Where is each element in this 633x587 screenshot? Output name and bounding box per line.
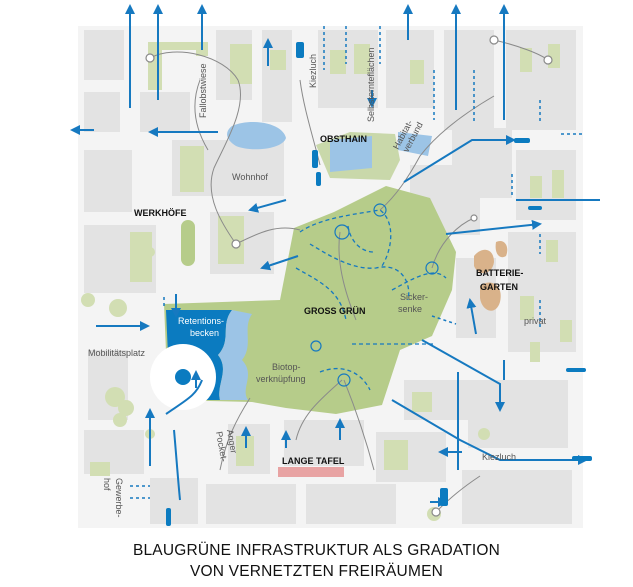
blue-flow-arrows <box>70 4 588 507</box>
label-mobilitaetsplatz: Mobilitätsplatz <box>88 348 146 358</box>
label-sickersenke: Sicker- senke <box>398 292 431 314</box>
walking-paths <box>149 39 549 513</box>
courtyard-greens <box>90 42 572 476</box>
label-kiezluch-bottom: Kiezluch <box>482 452 516 462</box>
gewerbe-line-1: Gewerbe- <box>114 478 124 518</box>
mobility-hub-core <box>175 369 191 385</box>
label-privat: privat <box>524 316 547 326</box>
batterie-garten-shapes <box>474 240 508 311</box>
label-retentionsbecken: Retentions- becken <box>178 316 227 338</box>
label-biotopverknuepfung: Biotop- verknüpfung <box>256 362 306 384</box>
water-boxes <box>166 42 592 526</box>
trees <box>81 247 490 521</box>
node-circles <box>145 35 553 517</box>
lange-tafel-table <box>278 467 344 477</box>
label-obsthain: OBSTHAIN <box>320 134 367 144</box>
label-gewerbehof: Gewerbe- hof <box>102 478 124 520</box>
pocket-line-2: Anger <box>225 429 239 454</box>
batterie-line-1: BATTERIE- <box>476 268 523 278</box>
batterie-line-2: GARTEN <box>480 282 518 292</box>
label-wohnhof: Wohnhof <box>232 172 268 182</box>
sicker-line-1: Sicker- <box>400 292 428 302</box>
sicker-line-2: senke <box>398 304 422 314</box>
biotop-line-2: verknüpfung <box>256 374 306 384</box>
label-selbsternteflaechen: Selbsternteflächen <box>366 47 376 122</box>
biotop-line-1: Biotop- <box>272 362 301 372</box>
label-werkhoefe: WERKHÖFE <box>134 208 187 218</box>
werkhoefe-green <box>181 220 195 266</box>
label-gross-gruen: GROSS GRÜN <box>304 306 366 316</box>
site-plan: Fallobstwiese Kiezluch Selbsterntefläche… <box>70 4 600 528</box>
blue-dashed-lines <box>130 26 582 499</box>
caption-line-1: BLAUGRÜNE INFRASTRUKTUR ALS GRADATION <box>132 542 501 559</box>
gewerbe-line-2: hof <box>102 478 112 491</box>
pond <box>227 122 286 150</box>
retention-line-2: becken <box>190 328 219 338</box>
label-fallobstwiese: Fallobstwiese <box>198 63 208 118</box>
node-circles-blue <box>310 203 439 387</box>
figure-caption: BLAUGRÜNE INFRASTRUKTUR ALS GRADATION VO… <box>0 540 633 582</box>
label-batterie-garten: BATTERIE- GARTEN <box>476 268 526 292</box>
label-kiezluch-top: Kiezluch <box>308 54 318 88</box>
retention-basin-shallow <box>218 310 252 400</box>
building-blocks <box>84 30 576 524</box>
obsthain-water <box>330 136 372 172</box>
label-lange-tafel: LANGE TAFEL <box>282 456 345 466</box>
blue-lines <box>165 199 600 501</box>
habitat-water <box>398 132 432 156</box>
caption-line-2: VON VERNETZTEN FREIRÄUMEN <box>189 563 443 580</box>
retention-line-1: Retentions- <box>178 316 224 326</box>
